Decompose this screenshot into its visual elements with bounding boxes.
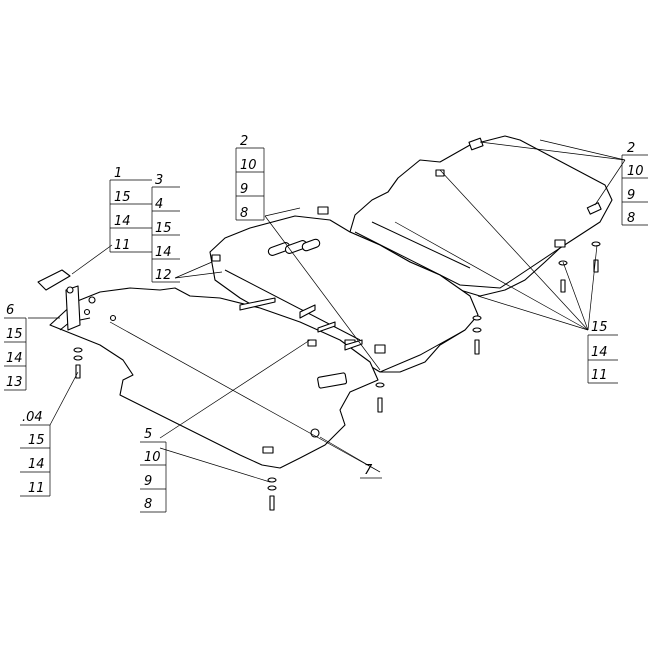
- callout-2-right-item-3: 9: [627, 188, 635, 203]
- callout-15-item-2: 14: [591, 345, 608, 360]
- bracket-parts: [37, 269, 117, 331]
- callout-04-item-2: 15: [28, 433, 45, 448]
- callout-3-item-2: 4: [155, 197, 163, 212]
- callout-6-item-4: 13: [6, 375, 23, 390]
- callout-5-item-2: 10: [144, 450, 161, 465]
- callout-15-item-3: 11: [591, 368, 608, 383]
- callout-group-04: .04 15 14 11: [20, 410, 51, 497]
- callout-group-3: 3 4 15 14 12: [151, 173, 180, 283]
- callout-2-mid-label: 2: [240, 134, 248, 149]
- callout-2-right-item-4: 8: [627, 211, 635, 226]
- callout-2-right-item-2: 10: [627, 164, 644, 179]
- callout-2-mid-item-2: 10: [240, 158, 257, 173]
- callout-2-mid-item-3: 9: [240, 182, 248, 197]
- leader-lines: [28, 139, 626, 483]
- callout-04-item-4: 11: [28, 481, 45, 496]
- callout-group-2-mid: 2 10 9 8: [235, 134, 265, 221]
- callout-3-label: 3: [155, 173, 163, 188]
- rear-skid-plate: [349, 135, 613, 297]
- callout-04-label: .04: [22, 410, 43, 425]
- callout-1-item-3: 14: [114, 214, 131, 229]
- callout-2-right-label: 2: [627, 141, 635, 156]
- callout-3-item-5: 12: [155, 268, 172, 283]
- fasteners: [73, 241, 601, 511]
- callout-3-item-4: 14: [155, 245, 172, 260]
- callout-5-item-3: 9: [144, 474, 152, 489]
- callout-group-1: 1 15 14 11: [109, 166, 152, 253]
- callout-04-item-3: 14: [28, 457, 45, 472]
- callout-2-mid-item-4: 8: [240, 206, 248, 221]
- callout-label-7: 7: [360, 463, 382, 479]
- callout-group-5: 5 10 9 8: [140, 427, 167, 513]
- callout-group-15: 15 14 11: [587, 320, 618, 384]
- callout-6-item-2: 15: [6, 327, 23, 342]
- callout-3-item-3: 15: [155, 221, 172, 236]
- callout-5-item-4: 8: [144, 497, 152, 512]
- callout-6-item-3: 14: [6, 351, 23, 366]
- callout-6-label: 6: [6, 303, 14, 318]
- callout-7-label: 7: [364, 463, 373, 478]
- callout-group-6: 6 15 14 13: [4, 303, 27, 391]
- callout-1-label: 1: [114, 166, 122, 181]
- callout-5-label: 5: [144, 427, 152, 442]
- callout-1-item-4: 11: [114, 238, 131, 253]
- callout-15-label: 15: [591, 320, 608, 335]
- callout-1-item-2: 15: [114, 190, 131, 205]
- callout-group-2-right: 2 10 9 8: [621, 141, 648, 226]
- front-skid-plate: [49, 287, 379, 469]
